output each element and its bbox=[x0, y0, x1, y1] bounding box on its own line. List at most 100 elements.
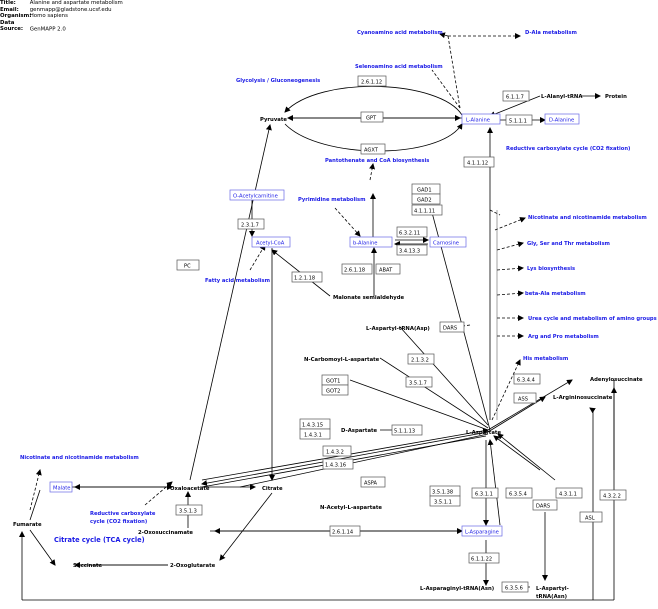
metabolite-l-alanyl-trna[interactable]: L-Alanyl-tRNA bbox=[541, 94, 583, 100]
metabolite-l-alanine-box[interactable] bbox=[461, 113, 501, 125]
metabolite-fumarate[interactable]: Fumarate bbox=[13, 522, 42, 528]
gene-box-3-5-1-3[interactable]: 3.5.1.3 bbox=[175, 504, 203, 516]
gene-box-agxt[interactable]: AGXT bbox=[360, 143, 386, 155]
gene-box-1-4-3-15[interactable]: 1.4.3.15 bbox=[299, 418, 331, 430]
metabolite-acetyl-coa-box[interactable] bbox=[251, 236, 291, 248]
gene-box-pc[interactable]: PC bbox=[176, 259, 200, 271]
gene-box-2-6-1-18[interactable]: 2.6.1.18 bbox=[341, 263, 373, 275]
metabolite-succinate[interactable]: Succinate bbox=[73, 563, 103, 569]
gene-box-2-6-1-14[interactable]: 2.6.1.14 bbox=[329, 525, 361, 537]
pathway-link-pyrimidine[interactable]: Pyrimidine metabolism bbox=[298, 197, 366, 203]
metabolite-d-alanine[interactable]: D-Alanine bbox=[549, 118, 574, 124]
gene-box-got1[interactable]: GOT1 bbox=[321, 374, 349, 386]
pathway-link-d-ala[interactable]: D-Ala metabolism bbox=[525, 30, 577, 36]
metabolite-carnosine-box[interactable] bbox=[429, 236, 467, 248]
gene-box-3-5-1-1[interactable]: 3.5.1.1 bbox=[429, 495, 461, 507]
metabolite-pyruvate[interactable]: Pyruvate bbox=[260, 117, 287, 123]
header-organism-row: Organism: Homo sapiens bbox=[0, 13, 68, 20]
metabolite-d-aspartate[interactable]: D-Aspartate bbox=[341, 428, 378, 434]
metabolite-acetyl-coa[interactable]: Acetyl-CoA bbox=[256, 241, 285, 247]
gene-box-dars[interactable]: DARS bbox=[439, 321, 465, 333]
pathway-link-reductive-co2-top[interactable]: Reductive carboxylate cycle (CO2 fixatio… bbox=[506, 146, 630, 152]
gene-box-asl[interactable]: ASL bbox=[579, 511, 603, 523]
metabolite-b-alanine[interactable]: b-Alanine bbox=[353, 241, 377, 247]
gene-box-6-3-1-1[interactable]: 6.3.1.1 bbox=[471, 487, 499, 499]
gene-box-2-1-3-2[interactable]: 2.1.3.2 bbox=[407, 353, 435, 365]
gene-box-1-4-3-1[interactable]: 1.4.3.1 bbox=[299, 428, 331, 440]
gene-box-1-4-3-16[interactable]: 1.4.3.16 bbox=[322, 458, 354, 470]
gene-box-6-3-4-4[interactable]: 6.3.4.4 bbox=[513, 373, 541, 385]
pathway-link-beta-ala[interactable]: beta-Ala metabolism bbox=[525, 291, 586, 297]
pathway-link-selenoamino[interactable]: Selenoamino acid metabolism bbox=[355, 64, 443, 70]
pathway-link-pantothenate[interactable]: Pantothenate and CoA biosynthesis bbox=[325, 158, 429, 164]
metabolite-malate[interactable]: Malate bbox=[53, 486, 71, 492]
gene-box-3-5-1-7[interactable]: 3.5.1.7 bbox=[405, 376, 433, 388]
metabolite-l-asparagine[interactable]: L-Asparagine bbox=[465, 530, 499, 536]
metabolite-2-oxosuccinamate[interactable]: 2-Oxosuccinamate bbox=[138, 530, 193, 536]
metabolite-l-aspartyl-trna-asn[interactable]: L-Aspartyl- bbox=[536, 586, 569, 592]
metabolite-malate-box[interactable] bbox=[49, 481, 73, 493]
gene-box-6-3-5-4[interactable]: 6.3.5.4 bbox=[505, 487, 533, 499]
svg-text:2.6.1.14: 2.6.1.14 bbox=[332, 530, 353, 536]
pathway-link-his[interactable]: His metabolism bbox=[523, 356, 568, 362]
metabolite-l-argininosuccinate[interactable]: L-Argininosuccinate bbox=[553, 395, 613, 401]
metabolite-l-asparagine-box[interactable] bbox=[461, 525, 503, 537]
gene-box-5-1-1-1[interactable]: 5.1.1.1 bbox=[505, 114, 533, 126]
pathway-link-cyanoamino[interactable]: Cyanoamino acid metabolism bbox=[357, 30, 443, 36]
metabolite-n-acetyl-l-aspartate[interactable]: N-Acetyl-L-aspartate bbox=[320, 505, 382, 511]
gene-box-6-1-1-22[interactable]: 6.1.1.22 bbox=[468, 552, 500, 564]
pathway-link-glycolysis[interactable]: Glycolysis / Gluconeogenesis bbox=[236, 78, 320, 84]
pathway-link-tca[interactable]: Citrate cycle (TCA cycle) bbox=[54, 536, 145, 544]
metabolite-l-aspartyl-trna-asn-line2[interactable]: tRNA(Asn) bbox=[536, 594, 567, 600]
pathway-link-reductive-co2-bottom-line2[interactable]: cycle (CO2 fixation) bbox=[90, 519, 147, 525]
metabolite-l-aspartyl-trna-asp[interactable]: L-Aspartyl-tRNA(Asp) bbox=[366, 326, 430, 332]
pathway-link-nicotinate-right[interactable]: Nicotinate and nicotinamide metabolism bbox=[528, 215, 647, 221]
metabolite-malonate-semialdehyde[interactable]: Malonate semialdehyde bbox=[333, 295, 404, 301]
gene-box-6-3-5-6[interactable]: 6.3.5.6 bbox=[501, 581, 529, 593]
pathway-link-fatty-acid[interactable]: Fatty acid metabolism bbox=[205, 278, 270, 284]
gene-box-4-3-2-2[interactable]: 4.3.2.2 bbox=[599, 489, 627, 501]
gene-box-gpt[interactable]: GPT bbox=[360, 111, 384, 123]
gene-box-3-4-13-3[interactable]: 3.4.13.3 bbox=[396, 244, 428, 256]
metabolite-protein[interactable]: Protein bbox=[605, 94, 627, 100]
gene-box-got2[interactable]: GOT2 bbox=[321, 384, 349, 396]
metabolite-l-asparaginyl-trna-asn[interactable]: L-Asparaginyl-tRNA(Asn) bbox=[420, 586, 494, 592]
gene-box-3-5-1-38[interactable]: 3.5.1.38 bbox=[429, 485, 461, 497]
gene-box-aspa[interactable]: ASPA bbox=[360, 476, 386, 488]
svg-text:4.3.1.1: 4.3.1.1 bbox=[559, 492, 577, 498]
pathway-link-nicotinate-left[interactable]: Nicotinate and nicotinamide metabolism bbox=[20, 455, 139, 461]
gene-box-2-6-1-12[interactable]: 2.6.1.12 bbox=[357, 75, 387, 87]
metabolite-o-acetylcarnitine-box[interactable] bbox=[229, 189, 285, 201]
pathway-link-gly-ser-thr[interactable]: Gly, Ser and Thr metabolism bbox=[527, 241, 610, 247]
metabolite-l-aspartate[interactable]: L-Aspartate bbox=[466, 430, 501, 436]
pathway-link-arg-pro[interactable]: Arg and Pro metabolism bbox=[528, 334, 599, 340]
pathway-link-reductive-co2-bottom[interactable]: Reductive carboxylate bbox=[90, 511, 156, 517]
pathway-link-urea[interactable]: Urea cycle and metabolism of amino group… bbox=[528, 316, 657, 322]
metabolite-l-alanine[interactable]: L-Alanine bbox=[466, 118, 490, 124]
metabolite-oxaloacetate[interactable]: Oxaloacetate bbox=[170, 486, 210, 492]
metabolite-b-alanine-box[interactable] bbox=[349, 236, 393, 248]
gene-box-1-2-1-18[interactable]: 1.2.1.18 bbox=[291, 271, 323, 283]
gene-box-abat[interactable]: ABAT bbox=[375, 263, 401, 275]
gene-box-2-3-1-7[interactable]: 2.3.1.7 bbox=[237, 218, 265, 230]
gene-box-6-1-1-7[interactable]: 6.1.1.7 bbox=[502, 90, 530, 102]
metabolite-carnosine[interactable]: Carnosine bbox=[433, 241, 459, 247]
gene-box-4-1-1-12[interactable]: 4.1.1.12 bbox=[463, 156, 495, 168]
gene-box-6-3-2-11[interactable]: 6.3.2.11 bbox=[396, 226, 428, 238]
metabolite-2-oxoglutarate[interactable]: 2-Oxoglutarate bbox=[170, 563, 216, 569]
pathway-link-lys[interactable]: Lys biosynthesis bbox=[527, 266, 575, 272]
gene-box-1-4-3-2[interactable]: 1.4.3.2 bbox=[322, 445, 352, 457]
metabolite-d-alanine-box[interactable] bbox=[544, 113, 580, 125]
gene-box-4-3-1-1[interactable]: 4.3.1.1 bbox=[555, 487, 583, 499]
gene-box-4-1-1-11[interactable]: 4.1.1.11 bbox=[411, 204, 443, 216]
gene-box-5-1-1-13[interactable]: 5.1.1.13 bbox=[391, 424, 423, 436]
metabolite-adenylosuccinate[interactable]: Adenylosuccinate bbox=[590, 377, 643, 383]
gene-box-gad1[interactable]: GAD1 bbox=[411, 183, 441, 195]
metabolite-o-acetylcarnitine[interactable]: O-Acetylcarnitine bbox=[233, 194, 278, 200]
gene-box-dars-2[interactable]: DARS bbox=[532, 499, 558, 511]
header-email[interactable]: genmapp@gladstone.ucsf.edu bbox=[29, 6, 112, 13]
gene-box-ass[interactable]: ASS bbox=[513, 392, 537, 404]
metabolite-n-carbomoyl-l-aspartate[interactable]: N-Carbomoyl-L-aspartate bbox=[304, 357, 380, 363]
metabolite-citrate[interactable]: Citrate bbox=[262, 486, 283, 492]
gene-box-gad2[interactable]: GAD2 bbox=[411, 193, 441, 205]
